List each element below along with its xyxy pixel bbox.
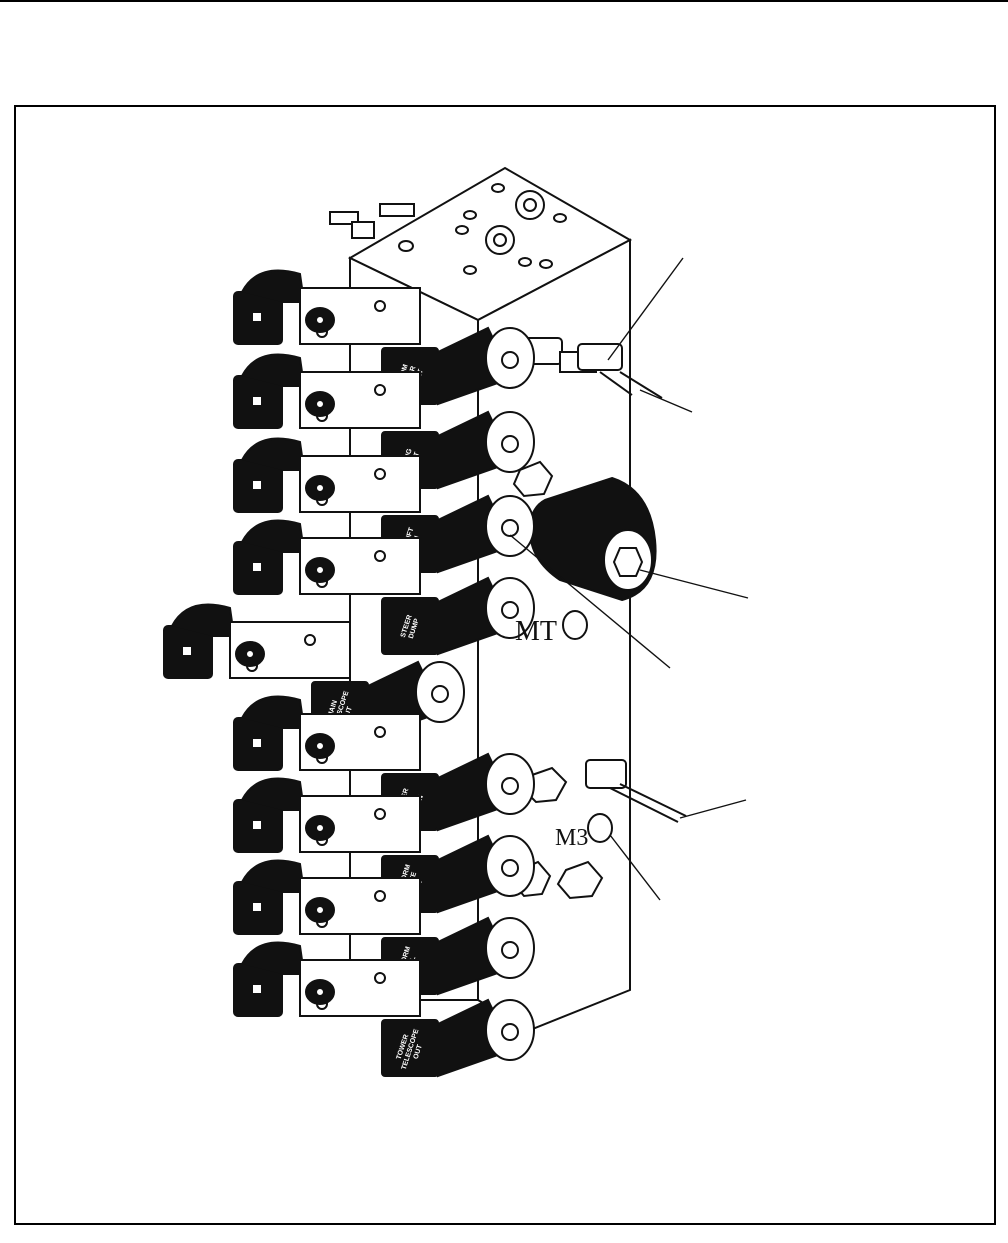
bolt-hole: [463, 265, 477, 275]
body-screw: [374, 808, 386, 820]
actuator-knob-center: [431, 685, 449, 703]
solenoid-nut: [612, 547, 644, 577]
callout-leaders: [509, 257, 749, 901]
hex-fitting: [577, 343, 623, 371]
leader-line: [639, 389, 693, 413]
actuator-knob-center: [501, 1023, 519, 1041]
left-coil-cap: [241, 695, 306, 729]
leader-line: [639, 569, 749, 599]
top-rule: [0, 0, 1008, 2]
body-screw: [374, 890, 386, 902]
bolt-hole: [553, 213, 567, 223]
body-screw: [374, 726, 386, 738]
valve-section: MAIN LIFTDOWN: [233, 437, 535, 574]
body-screw: [374, 300, 386, 312]
coil-terminal: [251, 983, 263, 995]
bolt-hole: [398, 240, 414, 252]
actuator-knob-center: [501, 941, 519, 959]
actuator-knob-center: [501, 601, 519, 619]
body-screw: [374, 384, 386, 396]
coil-label-line: OUT: [413, 1043, 424, 1060]
valve-section: TOWERTELESCOPEOUT: [233, 941, 535, 1078]
coil-terminal: [251, 737, 263, 749]
valve-section: BOOMSTEERRIGHT: [233, 269, 535, 406]
left-coil-cap: [241, 941, 306, 975]
sensor-probe: [609, 787, 679, 823]
override-knob-center: [315, 741, 325, 751]
sensor-probe: [619, 783, 687, 817]
test-port-mt: [562, 610, 588, 640]
left-coil-cap: [241, 437, 306, 471]
coil-terminal: [251, 819, 263, 831]
sensor-probe: [599, 371, 633, 396]
leader-line: [509, 534, 671, 669]
bolt-hole: [463, 210, 477, 220]
body-screw: [304, 634, 316, 646]
leader-line: [679, 799, 747, 819]
port-label-m3: M3: [555, 825, 588, 851]
valve-section: STEERDUMP: [233, 519, 535, 656]
coil-terminal: [251, 901, 263, 913]
override-knob-center: [315, 905, 325, 915]
leader-line: [609, 834, 661, 901]
hex-plug: [556, 860, 604, 900]
top-port: [523, 198, 537, 212]
coil-terminal: [251, 479, 263, 491]
override-knob-center: [315, 315, 325, 325]
left-coil-cap: [241, 859, 306, 893]
left-coil-cap: [241, 269, 306, 303]
port-label-mt: MT: [515, 616, 557, 647]
bolt-hole: [455, 225, 469, 235]
leader-line: [607, 257, 684, 361]
cartridge-solenoid: [528, 476, 657, 602]
body-screw: [374, 550, 386, 562]
body-screw: [374, 972, 386, 984]
override-knob-center: [315, 399, 325, 409]
left-coil-cap: [171, 603, 236, 637]
actuator-knob-center: [501, 777, 519, 795]
left-coil-cap: [241, 777, 306, 811]
override-knob-center: [315, 987, 325, 997]
body-screw: [374, 468, 386, 480]
coil-terminal: [251, 561, 263, 573]
bolt-hole: [539, 259, 553, 269]
left-coil-cap: [241, 353, 306, 387]
override-knob-center: [315, 565, 325, 575]
actuator-knob-center: [501, 859, 519, 877]
top-port: [493, 233, 507, 247]
actuator-knob-center: [501, 519, 519, 537]
valve-section: SWINGRIGHT: [233, 353, 535, 490]
top-face-ports: [398, 183, 567, 275]
coil-terminal: [251, 311, 263, 323]
top-studs: [329, 203, 415, 239]
hex-plug: [512, 460, 554, 498]
valve-stack: BOOMSTEERRIGHTSWINGRIGHTMAIN LIFTDOWNSTE…: [163, 269, 535, 1078]
test-port-m3: [587, 813, 613, 843]
stud: [379, 203, 415, 217]
bolt-hole: [518, 257, 532, 267]
coil-terminal: [251, 395, 263, 407]
coil-terminal: [181, 645, 193, 657]
hex-fitting: [585, 759, 627, 789]
left-coil-cap: [241, 519, 306, 553]
sensor-probe: [619, 371, 663, 399]
override-knob-center: [315, 823, 325, 833]
actuator-knob-center: [501, 351, 519, 369]
stud: [351, 221, 375, 239]
valve-section: TOWERLIFTDOWN: [233, 695, 535, 832]
override-knob-center: [315, 483, 325, 493]
bolt-hole: [491, 183, 505, 193]
actuator-knob-center: [501, 435, 519, 453]
override-knob-center: [245, 649, 255, 659]
